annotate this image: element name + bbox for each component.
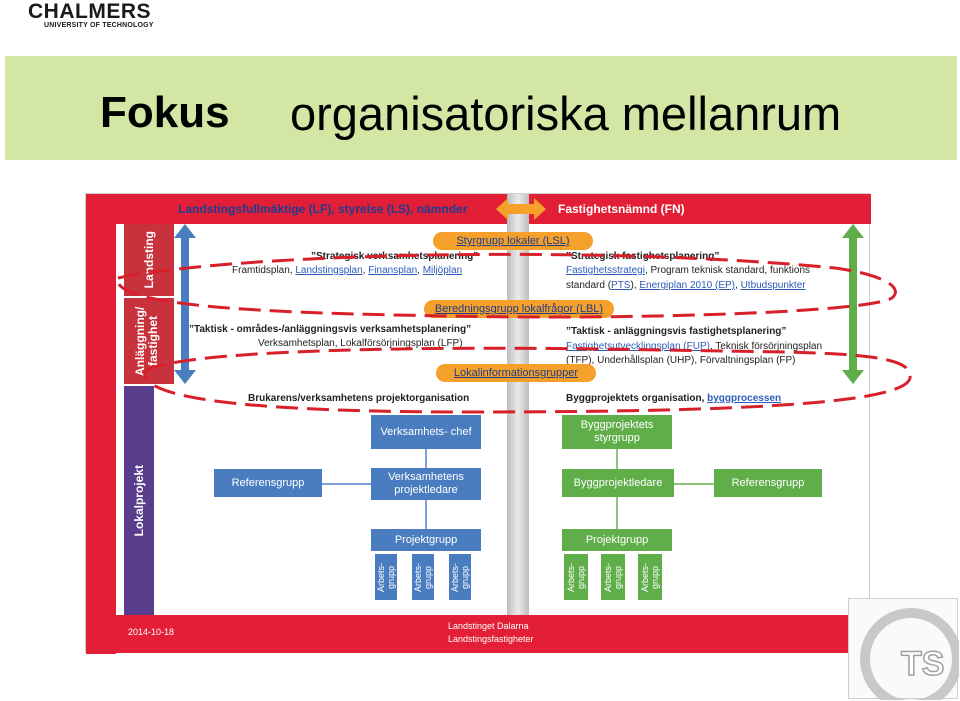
- styrgrupp-lsl-arrow: Styrgrupp lokaler (LSL): [433, 232, 593, 250]
- pts-link[interactable]: PTS: [611, 280, 631, 291]
- strategic-fastighet-line2: standard (PTS), Energiplan 2010 (EP), Ut…: [566, 280, 806, 291]
- strategic-verksamhet-line: Framtidsplan, Landstingsplan, Finansplan…: [232, 265, 463, 276]
- byggprojektets-styrgrupp-box: Byggprojektets styrgrupp: [562, 415, 672, 449]
- left-red-band: [86, 194, 116, 654]
- byggprojektets-organisation-title: Byggprojektets organisation, byggprocess…: [566, 393, 782, 404]
- utbudspunkter-link[interactable]: Utbudspunkter: [740, 280, 806, 291]
- top-red-band: [86, 194, 871, 224]
- right-vertical-arrow-icon: [842, 224, 864, 384]
- miljoplan-link[interactable]: Miljöplan: [422, 265, 463, 276]
- pts-logo: TS: [848, 598, 960, 701]
- energiplan-link[interactable]: Energiplan 2010 (EP): [639, 280, 735, 291]
- organization-diagram: Landsting Anläggning/ fastighet Lokalpro…: [85, 193, 871, 654]
- slide-title-bold: Fokus: [100, 88, 230, 137]
- slide-title: organisatoriska mellanrum: [290, 87, 842, 140]
- top-left-bar-label: Landstingsfullmäktige (LF), styrelse (LS…: [178, 202, 468, 216]
- verksamhetschef-box: Verksamhets- chef: [371, 415, 481, 449]
- center-divider-pillar: [507, 194, 529, 615]
- tactical-fastighet-line2: (TFP), Underhållsplan (UHP), Förvaltning…: [566, 355, 796, 366]
- footer-org-line1: Landstinget Dalarna: [448, 621, 529, 631]
- logo-main-text: CHALMERS: [28, 0, 151, 23]
- strategic-fastighet-line1: Fastighetsstrategi, Program teknisk stan…: [566, 265, 811, 276]
- title-band: [5, 56, 957, 160]
- tactical-verksamhet-line: Verksamhetsplan, Lokalförsörjningsplan (…: [258, 338, 463, 349]
- beredningsgrupp-lbl-arrow: Beredningsgrupp lokalfrågor (LBL): [424, 300, 614, 318]
- top-right-bar-label: Fastighetsnämnd (FN): [558, 202, 685, 216]
- fastighetsstrategi-link[interactable]: Fastighetsstrategi: [566, 265, 645, 276]
- chalmers-logo: CHALMERS UNIVERSITY OF TECHNOLOGY: [28, 0, 154, 29]
- brukarens-projektorganisation-title: Brukarens/verksamhetens projektorganisat…: [248, 393, 470, 404]
- footer-org-line2: Landstingsfastigheter: [448, 634, 534, 644]
- strategic-verksamhet-title: ”Strategisk verksamhetsplanering”: [311, 251, 479, 262]
- finansplan-link[interactable]: Finansplan: [368, 265, 418, 276]
- byggprojektledare-box: Byggprojektledare: [562, 469, 674, 497]
- logo-sub-text: UNIVERSITY OF TECHNOLOGY: [44, 22, 154, 29]
- landstingsplan-link[interactable]: Landstingsplan: [295, 265, 363, 276]
- referensgrupp-right-box: Referensgrupp: [714, 469, 822, 497]
- byggprocessen-link[interactable]: byggprocessen: [707, 393, 782, 404]
- pts-logo-text: TS: [900, 644, 945, 684]
- projektgrupp-right-box: Projektgrupp: [562, 529, 672, 551]
- pts-logo-graphic: [860, 608, 960, 701]
- lokalprojekt-side-block: [124, 386, 154, 615]
- footer-date: 2014-10-18: [128, 627, 175, 637]
- tactical-fastighet-line1: Fastighetsutvecklingsplan (FUP), Teknisk…: [566, 341, 823, 352]
- fup-link[interactable]: Fastighetsutvecklingsplan (FUP): [566, 341, 710, 352]
- diagram-footer: 2014-10-18 Landstinget Dalarna Landsting…: [116, 615, 871, 653]
- verksamhetens-projektledare-box: Verksamhetens projektledare: [371, 468, 481, 500]
- strategic-fastighet-title: ”Strategisk fastighetsplanering”: [566, 251, 720, 262]
- tactical-fastighet-title: ”Taktisk - anläggningsvis fastighetsplan…: [566, 326, 787, 337]
- double-arrow-icon: [496, 198, 546, 220]
- lokalinformationsgrupper-arrow: Lokalinformationsgrupper: [436, 364, 596, 382]
- landsting-side-block: [124, 224, 174, 296]
- referensgrupp-left-box: Referensgrupp: [214, 469, 322, 497]
- projektgrupp-left-box: Projektgrupp: [371, 529, 481, 551]
- tactical-verksamhet-title: ”Taktisk - områdes-/anläggningsvis verks…: [189, 324, 472, 335]
